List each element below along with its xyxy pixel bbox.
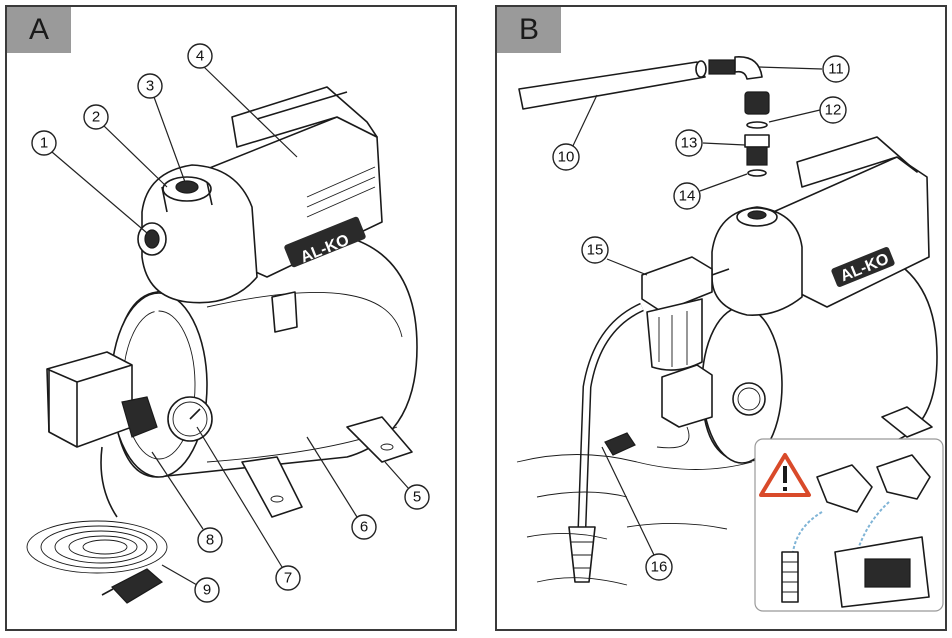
panel-a: A AL-KO [5, 5, 457, 631]
foot-valve [568, 526, 596, 583]
water-surface [516, 454, 753, 586]
panel-a-tab: A [7, 7, 71, 53]
callout-11: 11 [758, 55, 850, 83]
svg-text:11: 11 [828, 61, 844, 78]
svg-text:16: 16 [651, 559, 668, 576]
hose-piece [781, 551, 799, 603]
svg-text:14: 14 [679, 188, 696, 205]
callout-6: 6 [306, 436, 377, 540]
thread-adapter [744, 134, 770, 166]
callout-7: 7 [196, 426, 301, 591]
svg-text:1: 1 [40, 135, 48, 152]
callout-5: 5 [384, 461, 430, 510]
pump-diagram-b: AL-KO [516, 55, 944, 612]
power-plug-a [101, 568, 164, 604]
callout-16: 16 [601, 446, 673, 581]
filter-housing-right [876, 454, 931, 500]
svg-text:15: 15 [587, 242, 604, 259]
svg-text:4: 4 [196, 48, 204, 65]
svg-text:7: 7 [284, 570, 292, 587]
callout-4: 4 [187, 43, 298, 158]
callout-9: 9 [161, 564, 220, 603]
elbow-fitting [708, 56, 763, 80]
callout-8: 8 [151, 451, 223, 553]
pre-filter [641, 256, 730, 371]
seal-ring-lower [747, 169, 767, 177]
svg-text:3: 3 [146, 78, 154, 95]
panel-b-tab: B [497, 7, 561, 53]
coupling-nut [744, 91, 770, 115]
callout-15: 15 [581, 236, 648, 276]
callout-13: 13 [675, 129, 746, 157]
callout-12: 12 [768, 96, 847, 124]
warning-inset [754, 438, 944, 612]
suction-hose [518, 61, 706, 110]
callout-14: 14 [673, 173, 748, 210]
power-plug-b [604, 432, 636, 456]
seal-ring-upper [746, 121, 768, 129]
pump-motor-b: AL-KO [711, 136, 930, 316]
power-cable [26, 446, 168, 574]
svg-text:10: 10 [558, 149, 575, 166]
pressure-gauge [167, 396, 213, 442]
filter-housing-left [816, 464, 873, 513]
valve-block [121, 396, 158, 438]
svg-text:9: 9 [203, 582, 211, 599]
warning-triangle-icon [759, 453, 811, 497]
pressure-switch-b [661, 364, 713, 428]
svg-text:2: 2 [92, 109, 100, 126]
panel-b: B AL-KO [495, 5, 947, 631]
svg-text:8: 8 [206, 532, 214, 549]
pump-diagram-a: AL-KO [26, 43, 430, 604]
callout-2: 2 [83, 104, 168, 188]
svg-text:13: 13 [681, 135, 698, 152]
callout-3: 3 [137, 73, 186, 183]
svg-text:6: 6 [360, 519, 368, 536]
power-cable-b [656, 426, 690, 449]
callout-10: 10 [552, 94, 598, 171]
tank-feet [241, 291, 413, 518]
pump-housing [137, 164, 258, 304]
svg-text:5: 5 [413, 489, 421, 506]
svg-text:12: 12 [825, 102, 842, 119]
callout-1: 1 [31, 130, 148, 234]
